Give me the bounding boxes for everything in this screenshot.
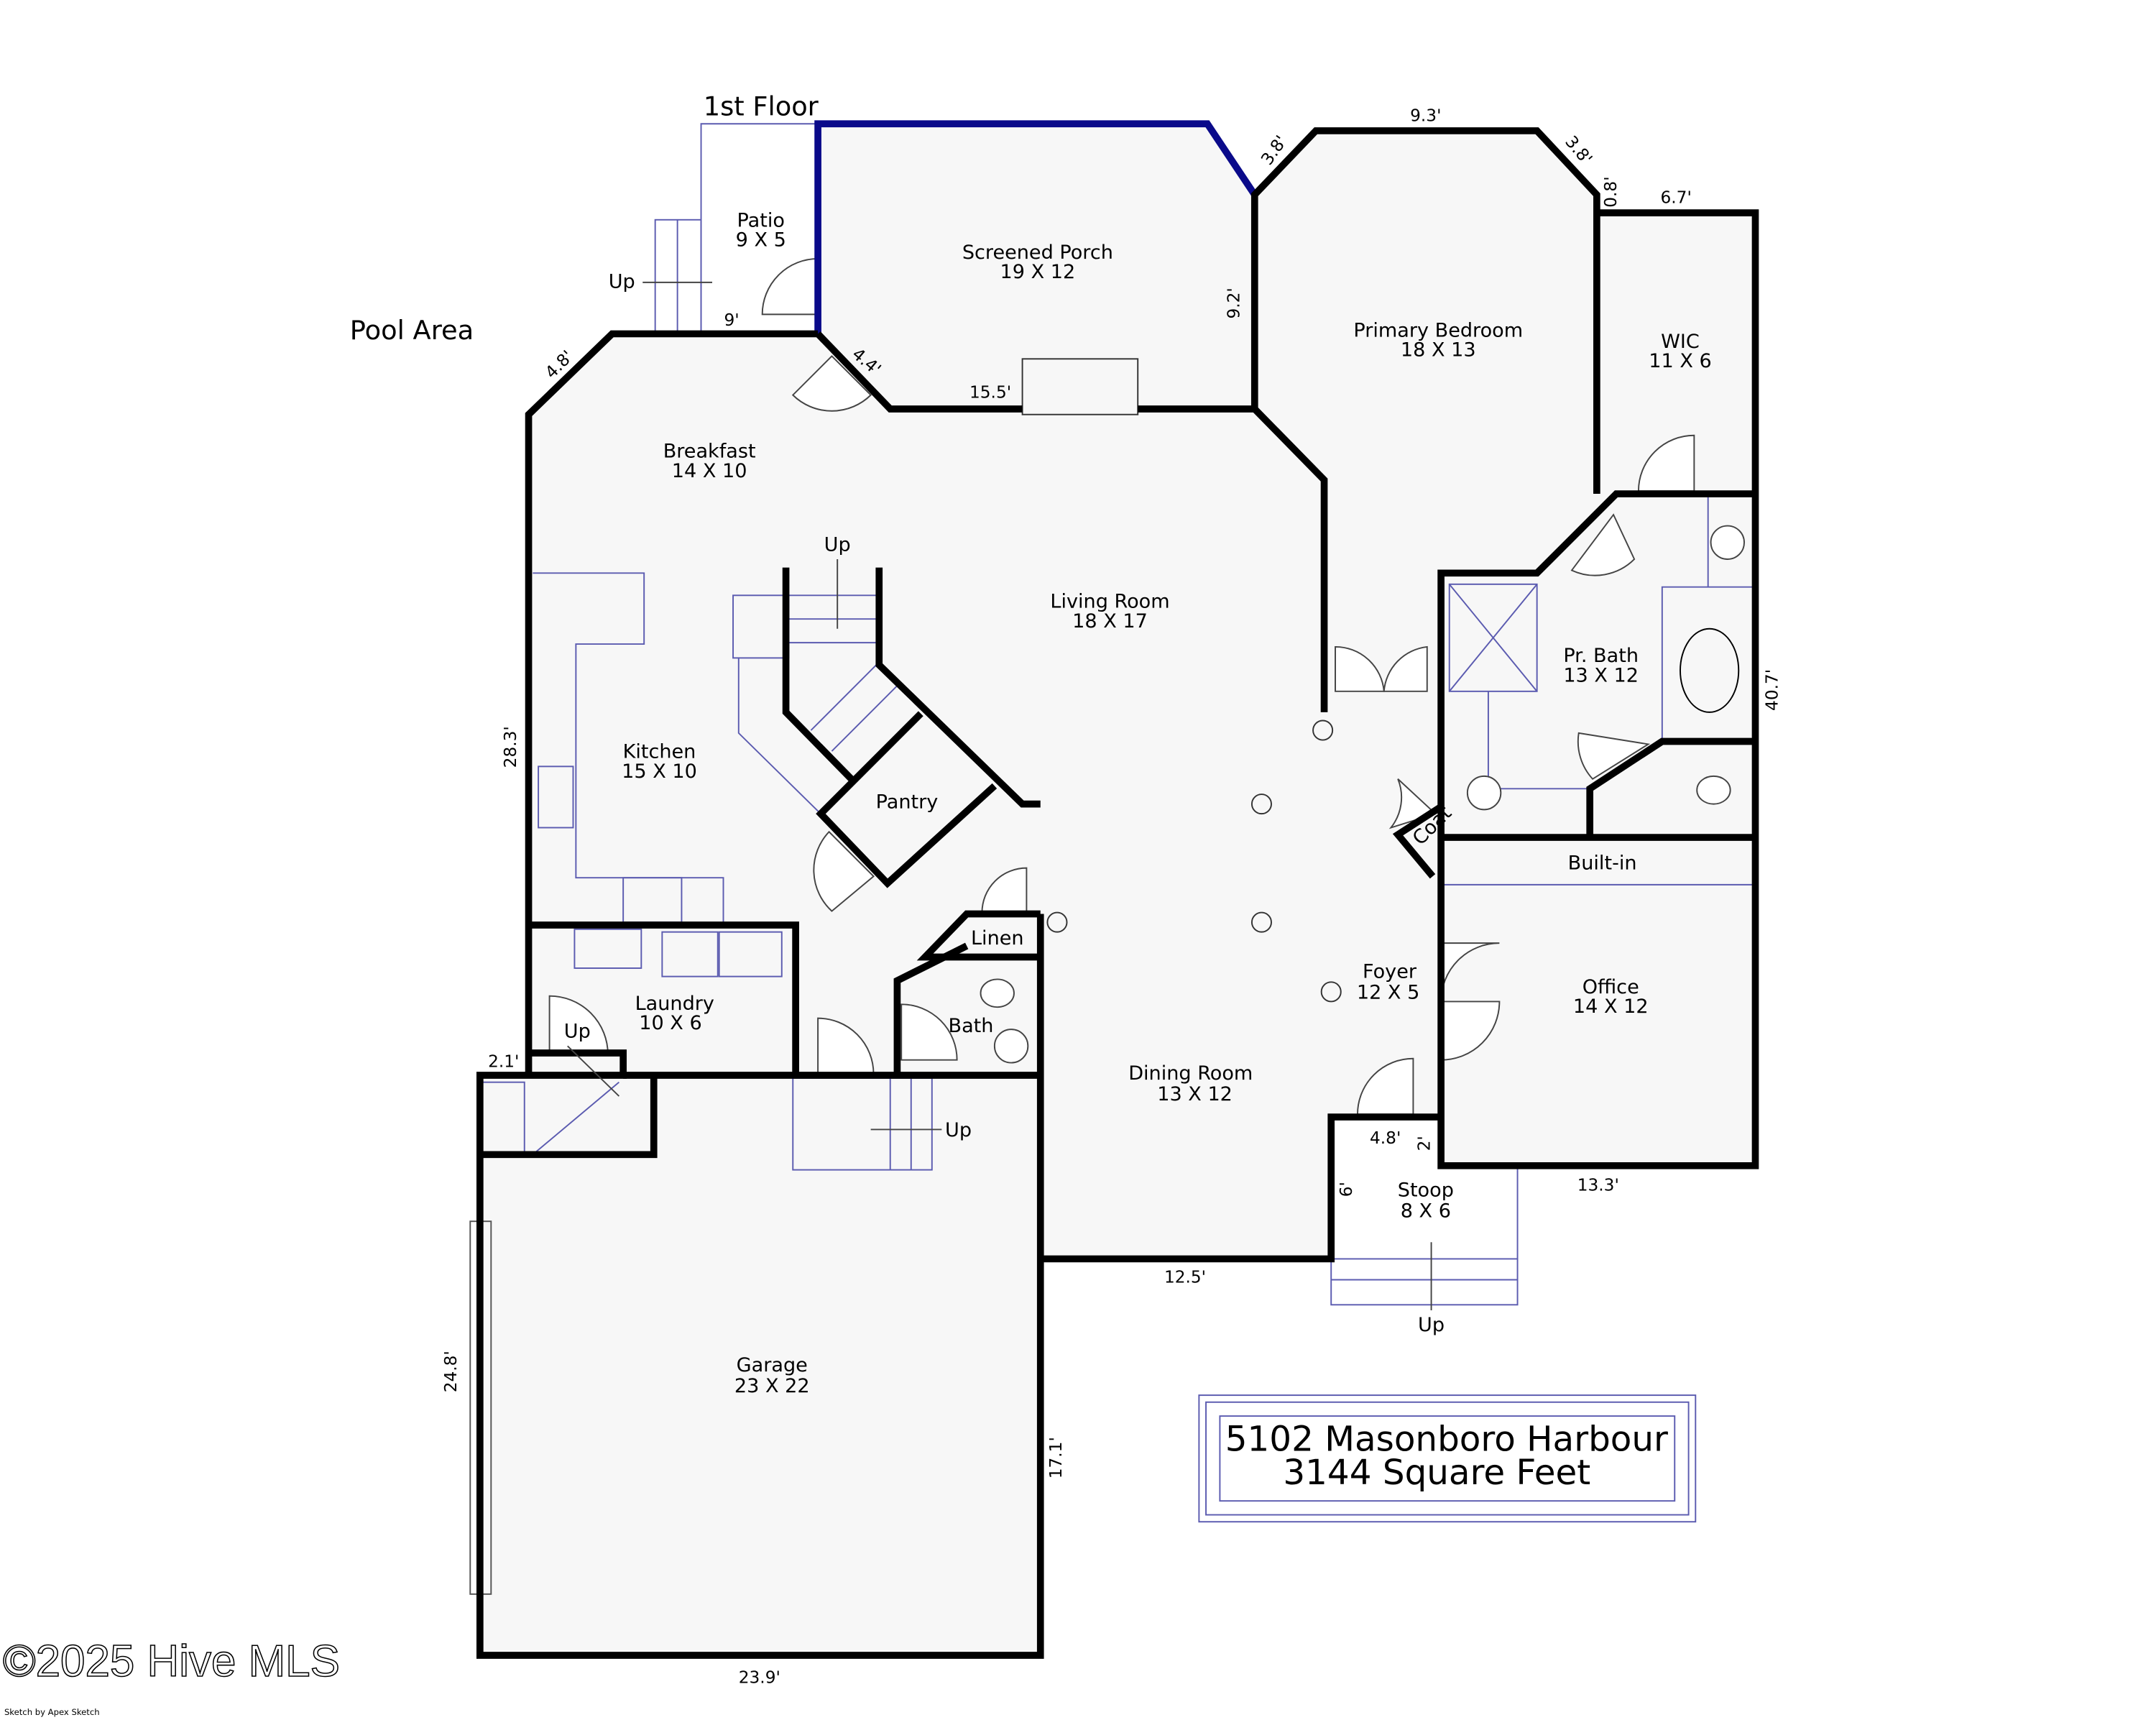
- room-size: 13 X 12: [1563, 664, 1639, 686]
- walls: [476, 120, 1759, 1659]
- floor-label: 1st Floor: [704, 91, 819, 122]
- svg-text:9.3': 9.3': [1410, 106, 1441, 125]
- room-primary-bedroom: Primary Bedroom: [1353, 319, 1523, 341]
- room-breakfast: Breakfast: [663, 441, 756, 463]
- svg-text:2': 2': [1415, 1136, 1434, 1151]
- room-foyer: Foyer: [1363, 961, 1417, 983]
- doors: [548, 257, 1745, 1116]
- svg-text:15.5': 15.5': [969, 382, 1011, 402]
- watermark: ©2025 Hive MLS: [3, 1637, 340, 1686]
- svg-text:40.7': 40.7': [1762, 669, 1782, 711]
- room-patio: Patio: [737, 209, 785, 231]
- title-block: 5102 Masonboro Harbour 3144 Square Feet: [1225, 1420, 1668, 1493]
- arrow-icon: [567, 1045, 620, 1097]
- svg-text:13.3': 13.3': [1577, 1176, 1619, 1195]
- room-built-in: Built-in: [1568, 852, 1637, 875]
- svg-text:28.3': 28.3': [501, 726, 520, 768]
- room-size: 23 X 22: [734, 1375, 810, 1397]
- stair-up-label: Up: [1418, 1314, 1445, 1336]
- room-size: 13 X 12: [1157, 1083, 1233, 1105]
- svg-text:2.1': 2.1': [488, 1052, 519, 1071]
- room-size: 12 X 5: [1357, 982, 1419, 1004]
- stair-up-label: Up: [945, 1119, 972, 1141]
- credit-text: Sketch by Apex Sketch: [4, 1707, 100, 1717]
- svg-text:6': 6': [1337, 1182, 1356, 1197]
- room-linen: Linen: [971, 927, 1024, 949]
- square-feet-text: 3144 Square Feet: [1283, 1453, 1590, 1493]
- svg-text:24.8': 24.8': [441, 1351, 461, 1392]
- room-kitchen: Kitchen: [623, 741, 696, 763]
- room-size: 19 X 12: [1000, 261, 1076, 283]
- svg-text:9.2': 9.2': [1224, 288, 1243, 318]
- room-size: 11 X 6: [1649, 350, 1711, 372]
- room-size: 14 X 12: [1573, 995, 1649, 1018]
- room-size: 18 X 13: [1401, 339, 1476, 361]
- outside-label: Pool Area: [350, 315, 474, 346]
- svg-text:9': 9': [724, 311, 740, 330]
- stair-up-label: Up: [609, 271, 635, 293]
- stair-up-label: Up: [824, 533, 851, 556]
- room-wic: WIC: [1661, 331, 1700, 353]
- room-size: 15 X 10: [622, 760, 697, 783]
- room-dining-room: Dining Room: [1128, 1062, 1253, 1085]
- room-screened-porch: Screened Porch: [962, 242, 1113, 264]
- room-size: 14 X 10: [672, 460, 747, 482]
- room-stoop: Stoop: [1398, 1179, 1454, 1201]
- svg-text:17.1': 17.1': [1046, 1437, 1066, 1478]
- room-laundry: Laundry: [635, 993, 714, 1015]
- room-size: 18 X 17: [1072, 610, 1148, 633]
- porch-floor: [818, 124, 1255, 409]
- svg-text:6.7': 6.7': [1661, 188, 1692, 208]
- room-size: 10 X 6: [639, 1012, 701, 1034]
- room-bath: Bath: [949, 1015, 994, 1037]
- room-living-room: Living Room: [1050, 591, 1169, 613]
- svg-text:12.5': 12.5': [1164, 1267, 1206, 1287]
- stair-up-label: Up: [564, 1021, 591, 1043]
- room-garage: Garage: [737, 1354, 808, 1376]
- svg-text:0.8': 0.8': [1601, 176, 1621, 207]
- address-text: 5102 Masonboro Harbour: [1225, 1420, 1668, 1460]
- room-pr-bath: Pr. Bath: [1563, 645, 1639, 667]
- room-office: Office: [1583, 976, 1639, 998]
- interior-floor: [479, 130, 1756, 1656]
- room-size: 9 X 5: [736, 229, 786, 252]
- room-pantry: Pantry: [876, 791, 939, 813]
- svg-text:4.8': 4.8': [1370, 1128, 1401, 1148]
- room-size: 8 X 6: [1401, 1200, 1451, 1222]
- stair-labels: Up Up Up Up Up: [564, 271, 1445, 1336]
- svg-text:23.9': 23.9': [739, 1668, 780, 1688]
